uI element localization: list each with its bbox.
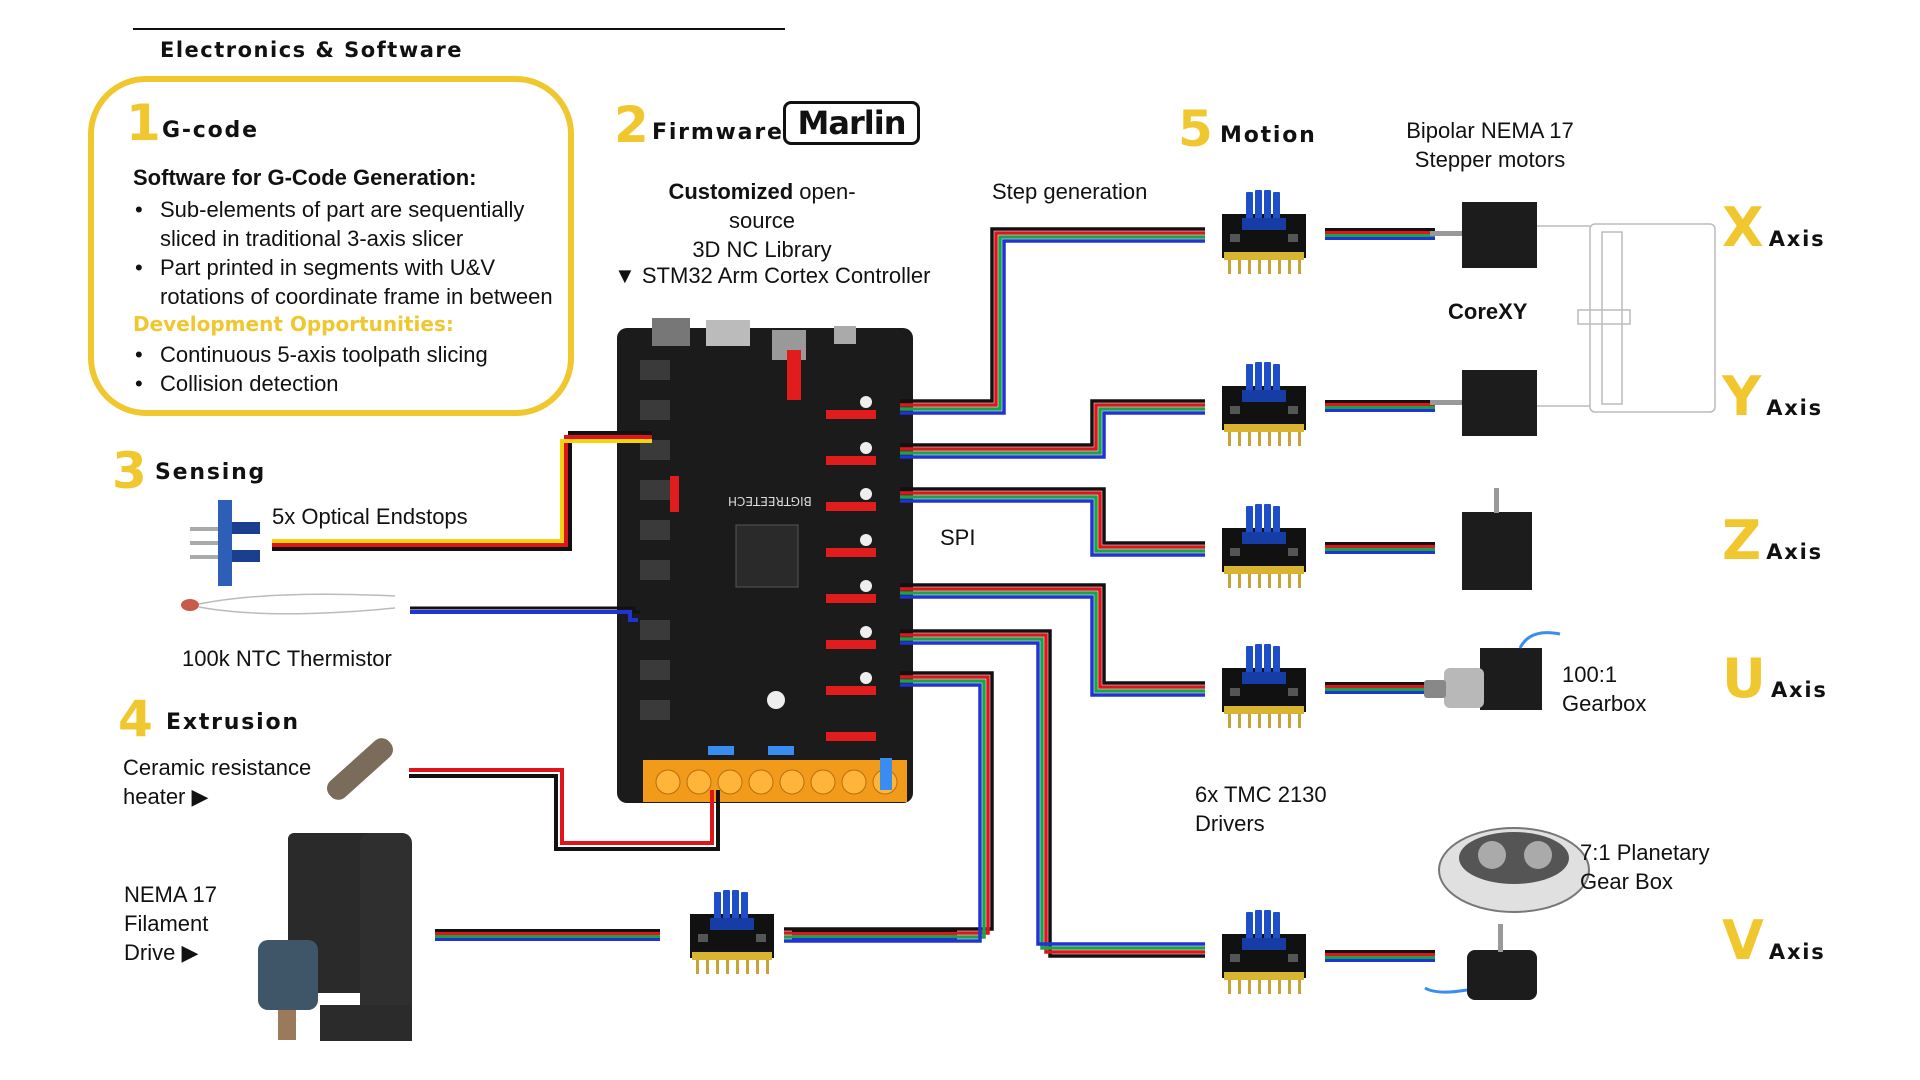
axis-letter: Y bbox=[1722, 365, 1762, 428]
software-list: Sub-elements of part are sequentially sl… bbox=[133, 195, 573, 311]
axis-letter: U bbox=[1722, 647, 1766, 710]
axis-letter: Z bbox=[1722, 509, 1762, 572]
axis-word: Axis bbox=[1770, 678, 1828, 702]
filament-drive-graphic bbox=[258, 833, 412, 1041]
filament-drive-label: NEMA 17 Filament Drive ▶ bbox=[124, 880, 217, 967]
firmware-desc-bold: Customized bbox=[668, 179, 794, 204]
motor-y bbox=[1430, 370, 1537, 436]
firmware-description: Customized open-source 3D NC Library bbox=[636, 177, 888, 264]
axis-letter: X bbox=[1722, 196, 1764, 259]
header-rule bbox=[133, 28, 785, 30]
board-brand-label: BIGTREETECH bbox=[728, 494, 812, 508]
extrusion-number: 4 bbox=[118, 690, 153, 748]
optical-endstop-graphic bbox=[190, 500, 260, 586]
drive-line-2: Filament bbox=[124, 911, 209, 936]
gearbox-line-1: 100:1 bbox=[1562, 662, 1618, 687]
heater-line-1: Ceramic resistance bbox=[123, 755, 312, 780]
controller-board bbox=[617, 318, 913, 803]
firmware-desc-line2: 3D NC Library bbox=[692, 237, 832, 262]
spi-label: SPI bbox=[940, 525, 976, 550]
gearbox-label: 100:1 Gearbox bbox=[1562, 660, 1646, 718]
motor-z bbox=[1462, 488, 1532, 590]
motor-u bbox=[1424, 631, 1561, 710]
driver-extruder bbox=[690, 890, 774, 974]
axis-word: Axis bbox=[1766, 396, 1823, 420]
stepper-cables bbox=[784, 227, 1205, 958]
drivers-label: 6x TMC 2130 Drivers bbox=[1195, 780, 1327, 838]
sensing-title: Sensing bbox=[155, 460, 267, 485]
motion-title: Motion bbox=[1220, 123, 1317, 148]
step-generation-label: Step generation bbox=[992, 179, 1148, 204]
drivers-line-2: Drivers bbox=[1195, 811, 1265, 836]
axis-label-y: Y Axis bbox=[1722, 370, 1823, 424]
driver-x bbox=[1222, 190, 1306, 274]
endstops-label: 5x Optical Endstops bbox=[272, 504, 468, 529]
drive-line-3: Drive ▶ bbox=[124, 940, 199, 965]
thermistor-graphic bbox=[181, 593, 396, 615]
axis-letter: V bbox=[1722, 909, 1764, 972]
axis-label-z: Z Axis bbox=[1722, 514, 1823, 568]
driver-u bbox=[1222, 644, 1306, 728]
driver-v bbox=[1222, 910, 1306, 994]
drive-line-1: NEMA 17 bbox=[124, 882, 217, 907]
corexy-frame bbox=[1536, 223, 1716, 413]
thermistor-label: 100k NTC Thermistor bbox=[182, 646, 392, 671]
motors-line-1: Bipolar NEMA 17 bbox=[1406, 118, 1574, 143]
drivers-line-1: 6x TMC 2130 bbox=[1195, 782, 1327, 807]
corexy-label: CoreXY bbox=[1448, 299, 1528, 324]
driver-z bbox=[1222, 504, 1306, 588]
axis-word: Axis bbox=[1766, 540, 1823, 564]
planetary-line-1: 7:1 Planetary bbox=[1580, 840, 1710, 865]
dev-heading: Development Opportunities: bbox=[133, 312, 454, 336]
extrusion-title: Extrusion bbox=[166, 710, 300, 735]
planetary-line-2: Gear Box bbox=[1580, 869, 1673, 894]
marlin-logo: Marlin bbox=[783, 101, 920, 145]
gcode-title: G-code bbox=[162, 118, 259, 143]
heater-cartridge-graphic bbox=[327, 738, 393, 800]
heater-wire bbox=[409, 768, 720, 851]
thermistor-wire bbox=[410, 606, 640, 622]
gcode-number: 1 bbox=[126, 94, 161, 152]
software-heading: Software for G-Code Generation: bbox=[133, 165, 477, 190]
firmware-number: 2 bbox=[614, 96, 649, 154]
heater-label: Ceramic resistance heater ▶ bbox=[123, 753, 311, 811]
endstop-wire bbox=[272, 431, 652, 551]
list-item: Sub-elements of part are sequentially sl… bbox=[133, 195, 573, 253]
motion-number: 5 bbox=[1178, 100, 1213, 158]
controller-label: ▼ STM32 Arm Cortex Controller bbox=[614, 263, 931, 288]
page-title: Electronics & Software bbox=[160, 38, 463, 62]
axis-label-x: X Axis bbox=[1722, 201, 1825, 255]
motors-line-2: Stepper motors bbox=[1414, 147, 1566, 172]
motor-x bbox=[1430, 202, 1537, 268]
axis-word: Axis bbox=[1768, 940, 1826, 964]
motors-label: Bipolar NEMA 17 Stepper motors bbox=[1390, 116, 1590, 174]
firmware-title: Firmware bbox=[652, 120, 784, 145]
list-item: Continuous 5-axis toolpath slicing bbox=[133, 340, 573, 369]
motor-v bbox=[1424, 924, 1537, 1000]
axis-word: Axis bbox=[1768, 227, 1826, 251]
heater-line-2: heater ▶ bbox=[123, 784, 209, 809]
axis-label-v: V Axis bbox=[1722, 914, 1826, 968]
planetary-label: 7:1 Planetary Gear Box bbox=[1580, 838, 1710, 896]
planetary-gearbox bbox=[1438, 827, 1590, 913]
list-item: Collision detection bbox=[133, 369, 573, 398]
gearbox-line-2: Gearbox bbox=[1562, 691, 1647, 716]
sensing-number: 3 bbox=[112, 442, 147, 500]
firmware-desc-rest: open-source bbox=[728, 179, 856, 233]
dev-list: Continuous 5-axis toolpath slicing Colli… bbox=[133, 340, 573, 398]
driver-y bbox=[1222, 362, 1306, 446]
axis-label-u: U Axis bbox=[1722, 652, 1828, 706]
list-item: Part printed in segments with U&V rotati… bbox=[133, 253, 573, 311]
